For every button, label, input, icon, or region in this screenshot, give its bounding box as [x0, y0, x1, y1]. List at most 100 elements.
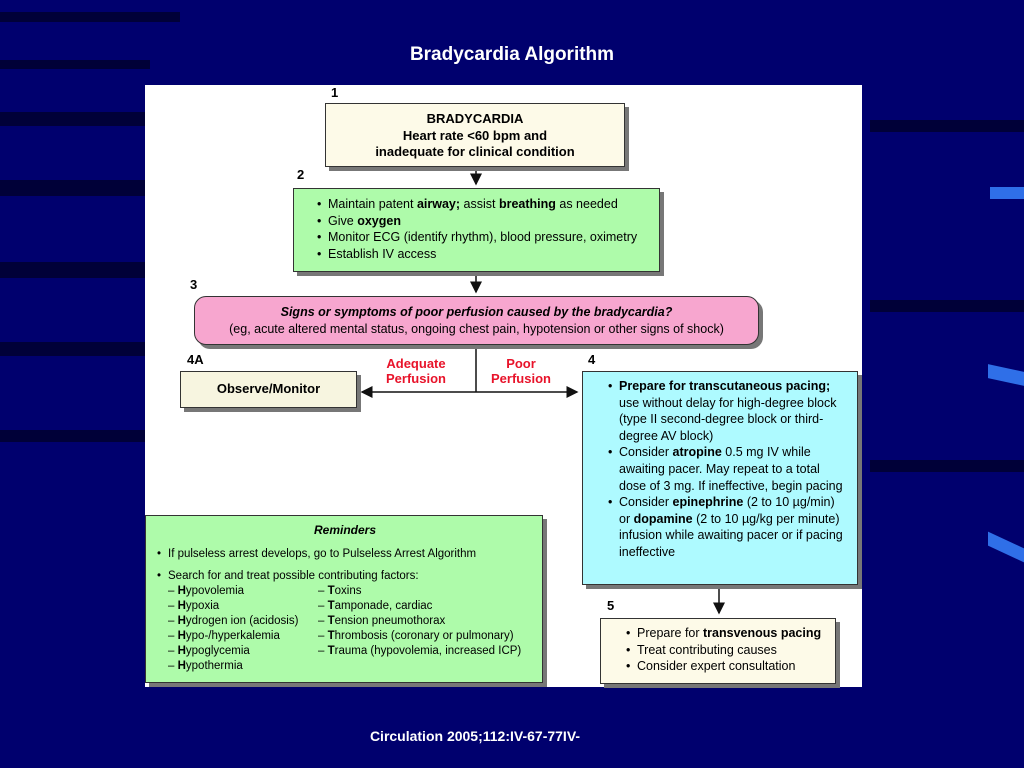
factor-rest: ypovolemia: [185, 585, 245, 597]
t-factor-3: – Tension pneumothorax: [318, 615, 446, 627]
keyword: epinephrine: [672, 495, 744, 510]
factor-rest: ension pneumothorax: [334, 615, 446, 627]
factor-rest: ypoglycemia: [185, 645, 250, 657]
factor-initial: H: [177, 660, 186, 672]
factor-initial: T: [327, 600, 335, 612]
factor-initial: H: [177, 630, 186, 642]
slide-title: Bradycardia Algorithm: [409, 44, 615, 65]
h-factor-4: – Hypo-/hyperkalemia: [168, 630, 280, 642]
adequate-label-line-1: Adequate: [386, 356, 446, 371]
t-factors-column: – Toxins – Tamponade, cardiac – Tension pn…: [318, 584, 521, 674]
step-5-box: Prepare for transvenous pacingTreat cont…: [600, 618, 836, 684]
keyword: dopamine: [633, 511, 693, 526]
t-factor-1: – Toxins: [318, 585, 362, 597]
algorithm-figure: 1 2 3 4A 4 5 BRADYCARDIA Heart rate <60 …: [145, 85, 862, 687]
h-factor-3: – Hydrogen ion (acidosis): [168, 615, 299, 627]
factor-initial: H: [177, 645, 186, 657]
step-2-item-3: Monitor ECG (identify rhythm), blood pre…: [317, 229, 653, 246]
text-segment: Monitor ECG (identify rhythm), blood pre…: [328, 230, 638, 244]
step-5-item-2: Treat contributing causes: [626, 642, 829, 659]
step-1-line-2: Heart rate <60 bpm and: [402, 127, 548, 143]
step-number-2: 2: [297, 167, 305, 182]
factor-initial: H: [177, 585, 186, 597]
step-4-item-2: Consider atropine 0.5 mg IV while awaiti…: [608, 444, 849, 494]
step-4-poor-perfusion-box: Prepare for transcutaneous pacing; use w…: [582, 371, 858, 585]
source-citation: Circulation 2005;112:IV-67-77IV-: [369, 728, 581, 744]
step-2-initial-care-box: Maintain patent airway; assist breathing…: [293, 188, 660, 272]
background-stripe: [0, 262, 150, 278]
h-factor-1: – Hypovolemia: [168, 585, 245, 597]
text-segment: as needed: [555, 197, 618, 211]
hs-and-ts-columns: – Hypovolemia – Hypoxia – Hydrogen ion (ac…: [168, 584, 534, 674]
h-factor-2: – Hypoxia: [168, 600, 220, 612]
step-number-4a: 4A: [187, 352, 204, 367]
step-5-item-3: Consider expert consultation: [626, 658, 829, 675]
reminders-title: Reminders: [313, 523, 377, 537]
factor-rest: rauma (hypovolemia, increased ICP): [334, 645, 522, 657]
factor-initial: T: [327, 585, 335, 597]
step-2-item-4: Establish IV access: [317, 246, 653, 263]
factor-initial: T: [327, 645, 335, 657]
t-factor-2: – Tamponade, cardiac: [318, 600, 433, 612]
step-4-list: Prepare for transcutaneous pacing; use w…: [605, 378, 849, 561]
reminders-item-1: If pulseless arrest develops, go to Puls…: [157, 547, 534, 562]
background-accent: [990, 187, 1024, 199]
background-accent: [988, 531, 1024, 563]
reminders-list: If pulseless arrest develops, go to Puls…: [156, 547, 534, 584]
background-stripe: [870, 120, 1024, 132]
adequate-label-line-2: Perfusion: [386, 371, 446, 386]
text-segment: Establish IV access: [328, 246, 437, 261]
poor-perfusion-label: Poor Perfusion: [483, 356, 559, 386]
text-segment: (2 to 10 µg/kg per minute) infusion whil…: [619, 511, 843, 559]
text-segment: 0.5 mg IV while awaiting pacer. May repe…: [619, 445, 843, 493]
text-segment: Maintain patent: [328, 197, 417, 211]
h-factor-5: – Hypoglycemia: [168, 645, 250, 657]
step-2-item-1: Maintain patent airway; assist breathing…: [317, 196, 653, 213]
step-1-line-3: inadequate for clinical condition: [375, 144, 575, 159]
step-5-item-1: Prepare for transvenous pacing: [626, 625, 829, 642]
background-stripe: [870, 300, 1024, 312]
background-stripe: [0, 12, 180, 22]
step-3-question: Signs or symptoms of poor perfusion caus…: [280, 305, 673, 319]
poor-label-line-2: Perfusion: [491, 371, 551, 386]
poor-label-line-1: Poor: [506, 356, 536, 371]
h-factor-6: – Hypothermia: [168, 660, 243, 672]
factor-initial: H: [177, 600, 186, 612]
background-stripe: [0, 180, 150, 196]
text-segment: Prepare for: [637, 626, 704, 640]
factor-initial: T: [327, 630, 335, 642]
step-1-line-1: BRADYCARDIA: [426, 111, 524, 126]
text-segment: use without delay for high-degree block …: [619, 395, 837, 443]
factor-initial: T: [327, 615, 335, 627]
step-1-bradycardia-box: BRADYCARDIA Heart rate <60 bpm and inade…: [325, 103, 625, 167]
step-number-1: 1: [331, 85, 339, 100]
text-segment: Consider expert consultation: [637, 659, 796, 673]
text-segment: (2 to 10 µg/min) or: [619, 495, 835, 526]
background-accent: [988, 364, 1024, 386]
factor-rest: ypo-/hyperkalemia: [185, 630, 280, 642]
factor-rest: ypothermia: [185, 660, 243, 672]
text-segment: assist: [460, 197, 499, 211]
step-4-item-1: Prepare for transcutaneous pacing; use w…: [608, 378, 849, 444]
background-stripe: [870, 460, 1024, 472]
text-segment: Give: [328, 213, 358, 228]
step-2-list: Maintain patent airway; assist breathing…: [314, 196, 653, 262]
t-factor-5: – Trauma (hypovolemia, increased ICP): [318, 645, 522, 657]
step-3-perfusion-question: Signs or symptoms of poor perfusion caus…: [194, 296, 759, 345]
step-3-examples: (eg, acute altered mental status, ongoin…: [229, 321, 724, 336]
keyword: atropine: [672, 445, 722, 460]
background-stripe: [0, 112, 150, 126]
reminders-item-2: Search for and treat possible contributi…: [157, 569, 534, 584]
step-4-item-3: Consider epinephrine (2 to 10 µg/min) or…: [608, 494, 849, 560]
adequate-perfusion-label: Adequate Perfusion: [378, 356, 454, 386]
t-factor-4: – Thrombosis (coronary or pulmonary): [318, 630, 514, 642]
reminders-box: Reminders If pulseless arrest develops, …: [145, 515, 543, 683]
step-number-5: 5: [607, 598, 615, 613]
factor-rest: ydrogen ion (acidosis): [185, 615, 299, 627]
flow-connectors: [360, 168, 725, 615]
keyword: transvenous pacing: [703, 626, 822, 640]
text-segment: Consider: [619, 495, 673, 510]
factor-rest: amponade, cardiac: [334, 600, 433, 612]
factor-rest: ypoxia: [185, 600, 220, 612]
background-stripe: [0, 342, 150, 356]
